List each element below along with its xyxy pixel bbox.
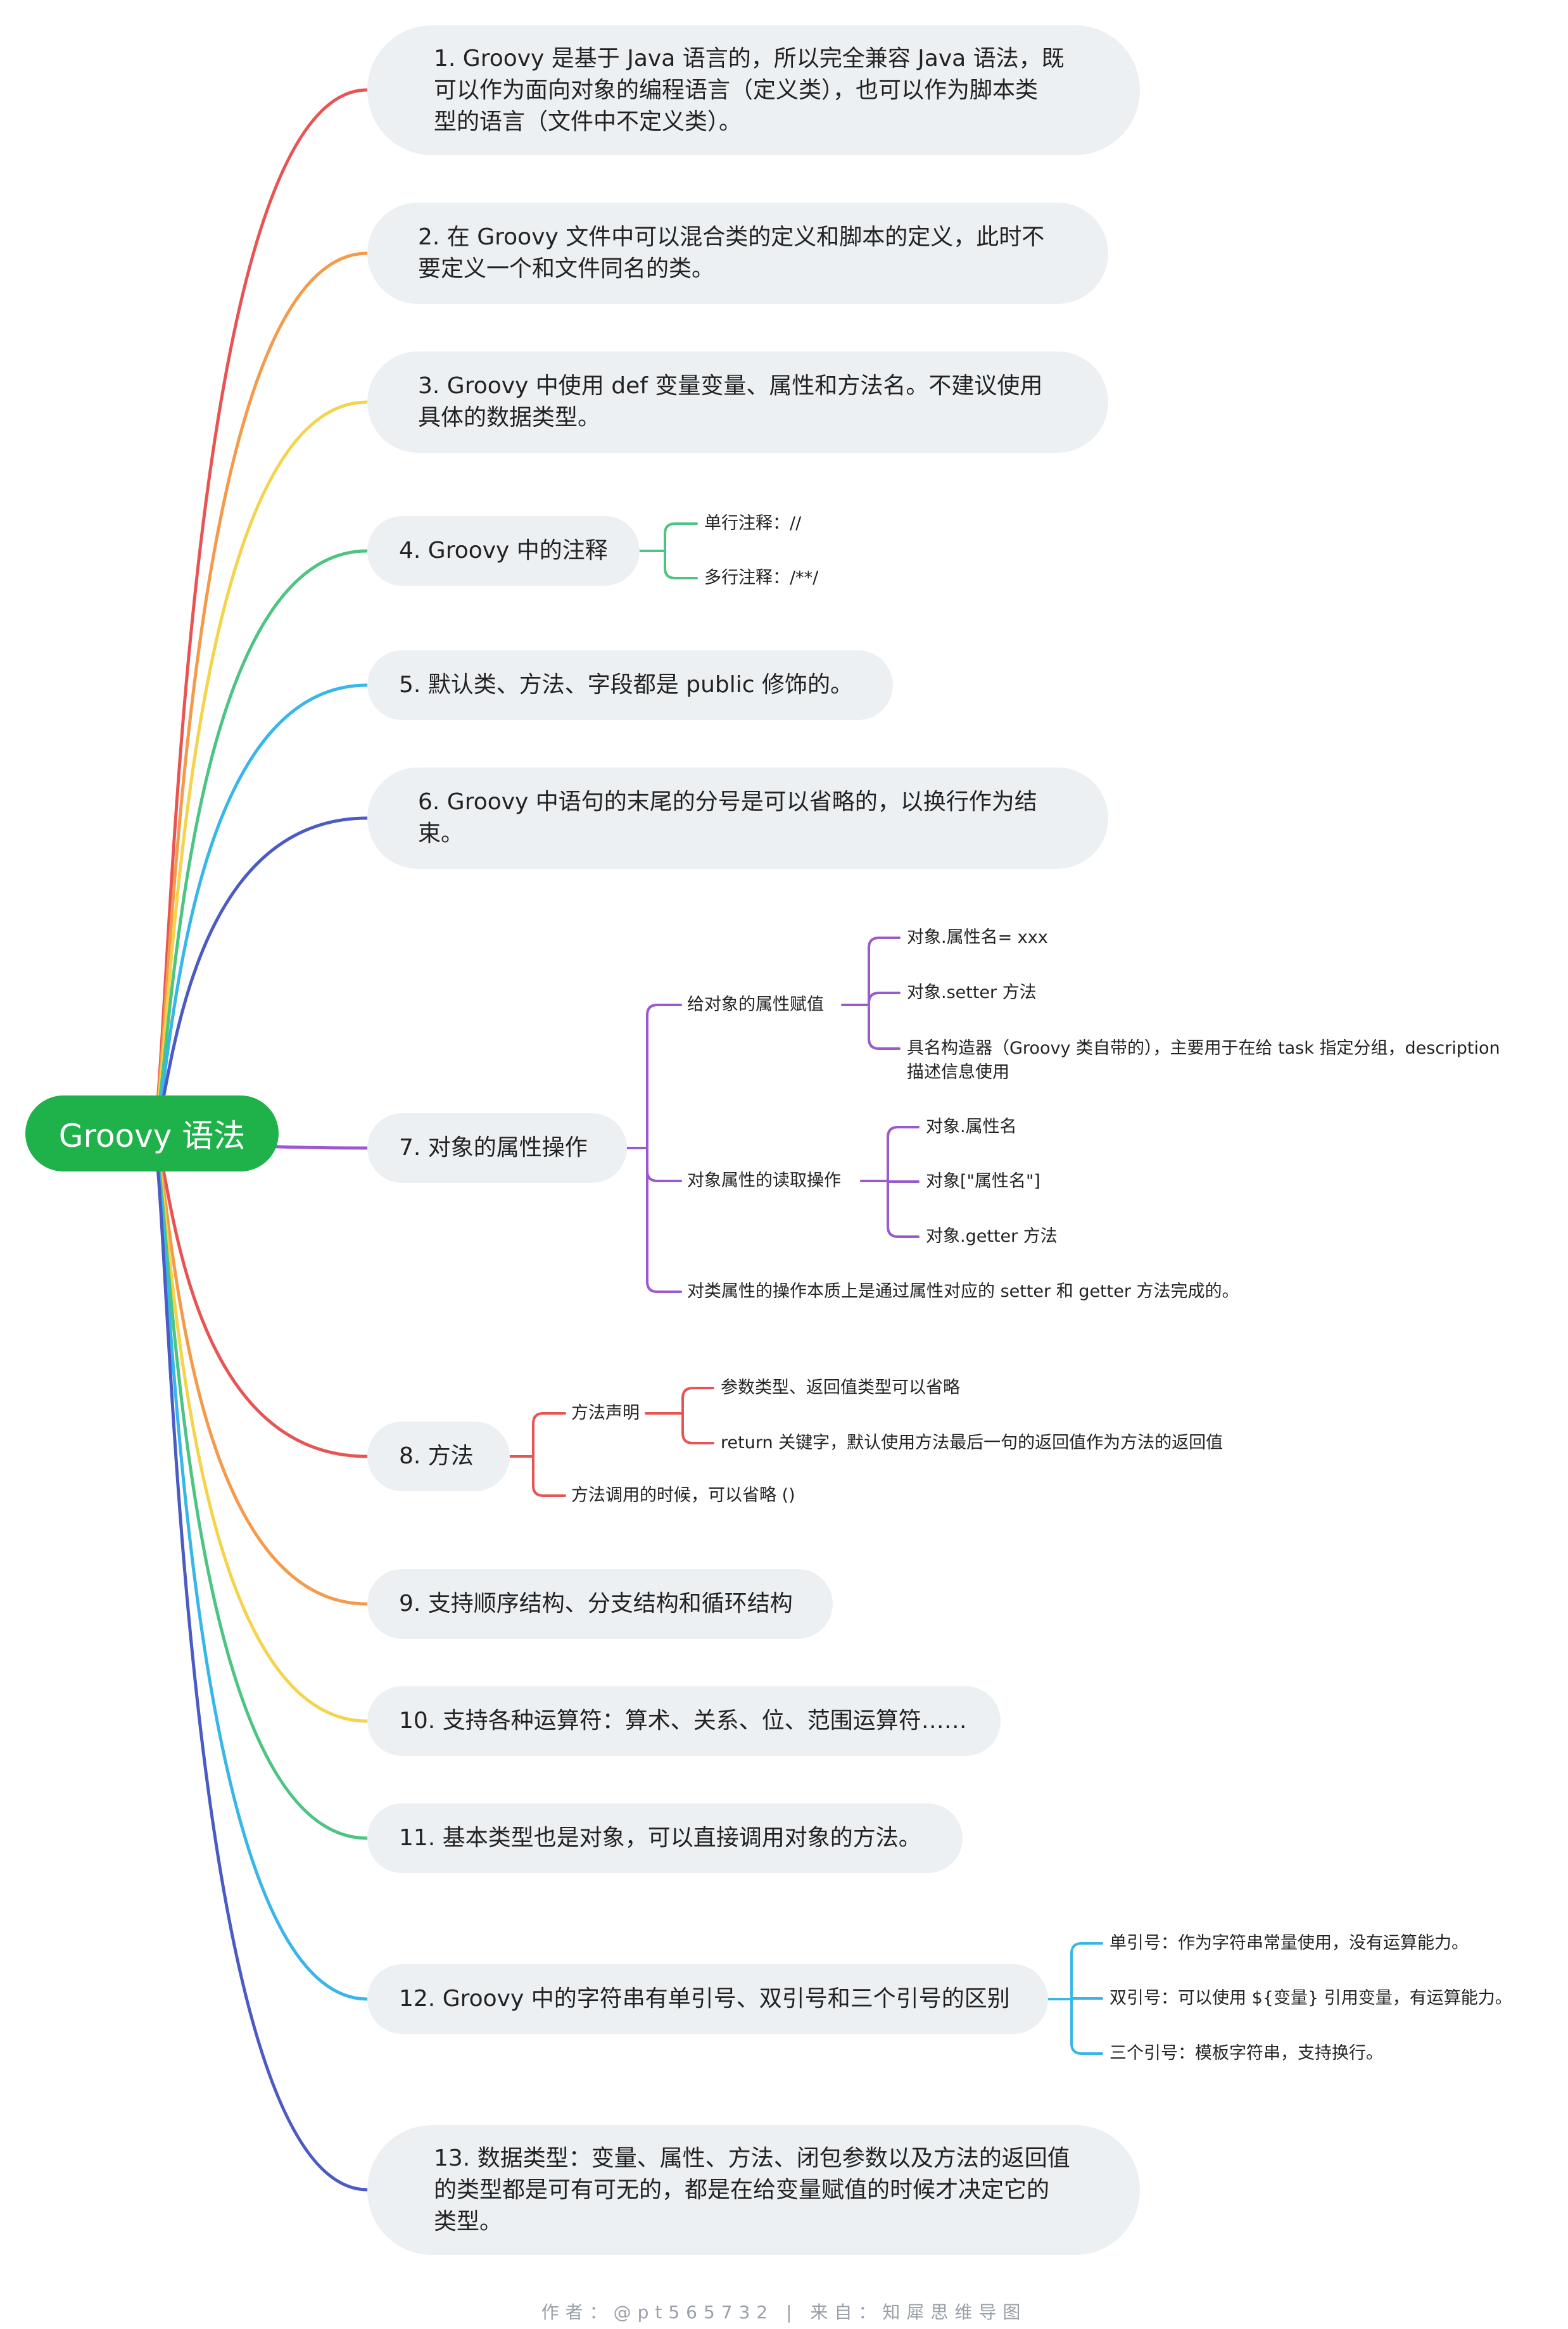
root-topic[interactable]: Groovy 语法: [25, 1095, 279, 1171]
topic-10[interactable]: 10. 支持各种运算符：算术、关系、位、范围运算符……: [367, 1686, 1001, 1756]
assign-named-constructor[interactable]: 具名构造器（Groovy 类自带的），主要用于在给 task 指定分组，desc…: [907, 1038, 1500, 1082]
comment-multi-line[interactable]: 多行注释：/**/: [704, 568, 819, 588]
method-declaration[interactable]: 方法声明: [571, 1403, 640, 1423]
read-getter[interactable]: 对象.getter 方法: [926, 1227, 1058, 1246]
topic-4[interactable]: 4. Groovy 中的注释: [367, 516, 640, 586]
comment-single-line[interactable]: 单行注释：//: [704, 514, 802, 533]
property-assign[interactable]: 给对象的属性赋值: [687, 995, 824, 1014]
assign-bracket-leg-0: [868, 937, 901, 949]
property-bracket-leg-2: [646, 1280, 682, 1293]
topic-8[interactable]: 8. 方法: [367, 1422, 510, 1491]
property-bracket-leg-1: [646, 1170, 682, 1182]
string-triple-quote[interactable]: 三个引号：模板字符串，支持换行。: [1110, 2043, 1383, 2063]
property-bracket-leg-0: [646, 1004, 682, 1016]
read-bracket-leg-0: [887, 1126, 920, 1139]
property-essence[interactable]: 对类属性的操作本质上是通过属性对应的 setter 和 getter 方法完成的…: [687, 1282, 1239, 1301]
root-to-topic-1: [150, 88, 369, 1135]
method-decl-return[interactable]: return 关键字，默认使用方法最后一句的返回值作为方法的返回值: [721, 1433, 1223, 1453]
string-single-quote[interactable]: 单引号：作为字符串常量使用，没有运算能力。: [1110, 1933, 1469, 1953]
comments-bracket-leg-1: [664, 567, 698, 579]
topic-11[interactable]: 11. 基本类型也是对象，可以直接调用对象的方法。: [367, 1803, 963, 1873]
read-bracket-leg-2: [887, 1225, 920, 1238]
method-decl-bracket-leg-0: [681, 1387, 714, 1399]
topic-12[interactable]: 12. Groovy 中的字符串有单引号、双引号和三个引号的区别: [367, 1964, 1048, 2034]
read-bracket[interactable]: 对象["属性名"]: [926, 1171, 1040, 1191]
topic-6[interactable]: 6. Groovy 中语句的末尾的分号是可以省略的，以换行作为结 束。: [367, 767, 1108, 869]
string-double-quote[interactable]: 双引号：可以使用 ${变量} 引用变量，有运算能力。: [1110, 1988, 1512, 2008]
comments-bracket-leg-0: [664, 522, 698, 535]
topic-2[interactable]: 2. 在 Groovy 文件中可以混合类的定义和脚本的定义，此时不 要定义一个和…: [367, 203, 1108, 304]
topic-13[interactable]: 13. 数据类型：变量、属性、方法、闭包参数以及方法的返回值 的类型都是可有可无…: [367, 2125, 1140, 2255]
topic-9[interactable]: 9. 支持顺序结构、分支结构和循环结构: [367, 1569, 833, 1639]
footer-credit: 作者：@pt565732 | 来自：知犀思维导图: [541, 2302, 1027, 2323]
method-bracket-leg-0: [532, 1412, 566, 1425]
assign-bracket-leg-1: [868, 992, 901, 1004]
property-read[interactable]: 对象属性的读取操作: [687, 1171, 841, 1190]
topic-5[interactable]: 5. 默认类、方法、字段都是 public 修饰的。: [367, 650, 893, 720]
topic-1[interactable]: 1. Groovy 是基于 Java 语言的，所以完全兼容 Java 语法，既 …: [367, 25, 1140, 155]
topic-7[interactable]: 7. 对象的属性操作: [367, 1113, 627, 1183]
root-to-topic-5: [150, 683, 369, 1135]
root-to-topic-8: [150, 1132, 369, 1458]
method-call[interactable]: 方法调用的时候，可以省略 (): [571, 1486, 795, 1505]
root-to-topic-6: [150, 816, 369, 1135]
root-to-topic-13: [150, 1132, 369, 2192]
strings-bracket-leg-0: [1070, 1942, 1103, 1955]
method-decl-bracket-leg-1: [681, 1432, 714, 1444]
strings-bracket-leg-2: [1070, 2042, 1103, 2055]
read-dot[interactable]: 对象.属性名: [926, 1117, 1017, 1137]
assign-setter[interactable]: 对象.setter 方法: [907, 983, 1037, 1002]
method-decl-types[interactable]: 参数类型、返回值类型可以省略: [721, 1378, 960, 1398]
method-bracket-leg-1: [532, 1484, 566, 1497]
assign-bracket-leg-2: [868, 1037, 901, 1050]
assign-direct[interactable]: 对象.属性名= xxx: [907, 928, 1048, 947]
topic-3[interactable]: 3. Groovy 中使用 def 变量变量、属性和方法名。不建议使用 具体的数…: [367, 351, 1108, 453]
